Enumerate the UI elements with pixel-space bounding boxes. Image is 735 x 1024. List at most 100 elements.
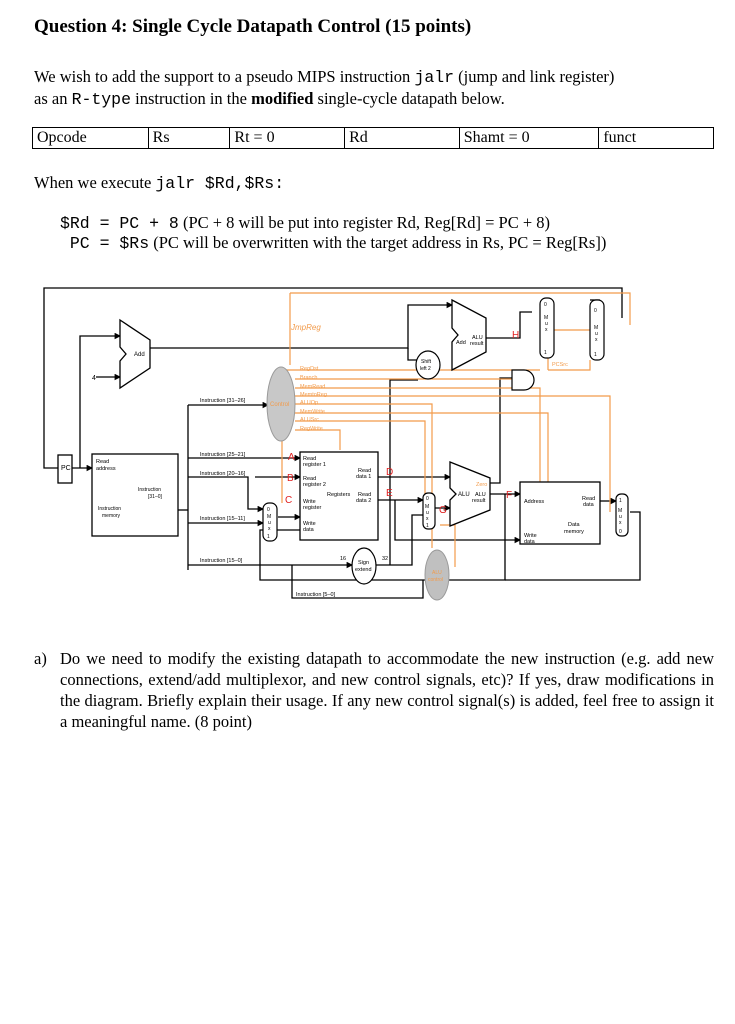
modified-bold: modified <box>251 89 314 108</box>
instruction-label: Instruction <box>138 487 161 493</box>
equation-code: PC = $Rs <box>60 234 150 253</box>
read-data-label: data <box>583 502 595 508</box>
execute-line: When we execute jalr $Rd,$Rs: <box>34 172 284 194</box>
mux-label: u <box>426 510 429 516</box>
sign-extend <box>351 547 377 585</box>
registers-label: Registers <box>327 492 350 498</box>
control-unit <box>266 366 296 442</box>
alu-result-label: result <box>472 498 486 504</box>
regfile-label: register 2 <box>303 482 326 488</box>
control-label: Control <box>270 402 289 408</box>
branch-adder <box>451 298 487 372</box>
data-memory-label: memory <box>564 529 584 535</box>
write-data-label: data <box>524 539 536 545</box>
mux-label: u <box>268 520 271 526</box>
signal-memtoreg: MemtoReg <box>300 392 327 398</box>
question-a: a) Do we need to modify the existing dat… <box>34 648 714 732</box>
letter-d: D <box>386 467 393 478</box>
address-label: Address <box>524 499 544 505</box>
read-data1-label: data 1 <box>356 474 371 480</box>
const-four: 4 <box>92 375 96 382</box>
add-label: Add <box>134 352 145 358</box>
question-title: Question 4: Single Cycle Datapath Contro… <box>34 16 472 37</box>
question-a-text: Do we need to modify the existing datapa… <box>60 649 714 731</box>
intro-text: as an <box>34 89 72 108</box>
alusrc-mux <box>422 492 436 530</box>
mux-label: M <box>544 315 548 321</box>
mux-input-0: 0 <box>619 529 622 535</box>
field-shamt: Shamt = 0 <box>460 128 600 148</box>
regdst-mux <box>262 502 278 542</box>
mux-input-0: 0 <box>426 496 429 502</box>
mux-label: M <box>425 504 429 510</box>
letter-a: A <box>288 452 295 463</box>
read-data1-label: Read <box>358 468 371 474</box>
write-data-label: Write <box>524 533 537 539</box>
read-address-label: Read <box>96 459 109 465</box>
alu-result-label: ALU <box>475 492 486 498</box>
pc-adder <box>119 318 151 390</box>
equation-text: (PC will be overwritten with the target … <box>149 233 607 252</box>
control-signal-labels: RegDst Branch MemRead MemtoReg ALUOp Mem… <box>300 366 327 432</box>
alu-label: ALU <box>458 492 470 498</box>
field-rs: Rs <box>149 128 231 148</box>
signal-regdst: RegDst <box>300 366 319 372</box>
mux-input-1: 1 <box>619 498 622 504</box>
mux-input-0: 0 <box>594 308 597 314</box>
pc-label: PC <box>61 465 71 472</box>
letter-g: G <box>439 505 447 516</box>
main-alu <box>449 461 491 527</box>
add-label: Add <box>456 340 466 346</box>
shift-left-label: Shift <box>421 359 432 365</box>
signal-memread: MemRead <box>300 384 325 390</box>
letter-h: H <box>512 330 519 341</box>
field-opcode: Opcode <box>33 128 149 148</box>
mux-label: x <box>426 516 429 522</box>
read-data2-label: Read <box>358 492 371 498</box>
signal-alusrc: ALUSrc <box>300 417 319 423</box>
zero-label: Zero <box>476 482 487 488</box>
intro-paragraph: We wish to add the support to a pseudo M… <box>34 66 724 110</box>
width-32: 32 <box>382 556 388 562</box>
intro-text: single-cycle datapath below. <box>313 89 505 108</box>
intro-line-2: as an R-type instruction in the modified… <box>34 88 724 110</box>
field-rt: Rt = 0 <box>230 128 346 148</box>
intro-line-1: We wish to add the support to a pseudo M… <box>34 66 724 88</box>
alu-control <box>424 549 450 601</box>
regfile-label: Write <box>303 499 316 505</box>
execute-code: jalr $Rd,$Rs: <box>155 174 285 193</box>
width-16: 16 <box>340 556 346 562</box>
letter-f: F <box>506 490 512 501</box>
alu-result-label: result <box>470 341 484 347</box>
regfile-label: Read <box>303 476 316 482</box>
signal-branch: Branch <box>300 375 317 381</box>
regfile-label: Read <box>303 456 316 462</box>
mux-label: x <box>545 327 548 333</box>
branch-and-gate <box>511 369 535 391</box>
signal-aluop: ALUOp <box>300 400 318 406</box>
annotation-letters: A B C D E F G H <box>285 330 519 516</box>
read-address-label: address <box>96 466 116 472</box>
read-data2-label: data 2 <box>356 498 371 504</box>
pcsrc-label: PCSrc <box>552 362 568 368</box>
jalr-code: jalr <box>414 68 455 87</box>
mux-label: M <box>267 514 271 520</box>
pcsrc-mux <box>539 297 555 359</box>
mux-input-1: 1 <box>267 534 270 540</box>
mux-input-0: 0 <box>544 302 547 308</box>
instr-15-11-label: Instruction [15–11] <box>200 516 245 522</box>
regfile-label: Write <box>303 521 316 527</box>
letter-e: E <box>386 488 393 499</box>
pc-register <box>57 454 73 484</box>
sign-extend-label: Sign <box>358 560 369 566</box>
signal-regwrite: RegWrite <box>300 426 323 432</box>
mux-label: u <box>545 321 548 327</box>
alu-control-label: control <box>428 577 443 583</box>
instruction-memory-label: memory <box>102 513 121 519</box>
sign-extend-label: extend <box>355 567 372 573</box>
instr-5-0-label: Instruction [5–0] <box>296 592 336 598</box>
intro-text: (jump and link register) <box>454 67 615 86</box>
jmpreg-label: JmpReg <box>290 323 321 332</box>
instruction-label: [31–0] <box>148 494 163 500</box>
intro-text: We wish to add the support to a pseudo M… <box>34 67 415 86</box>
